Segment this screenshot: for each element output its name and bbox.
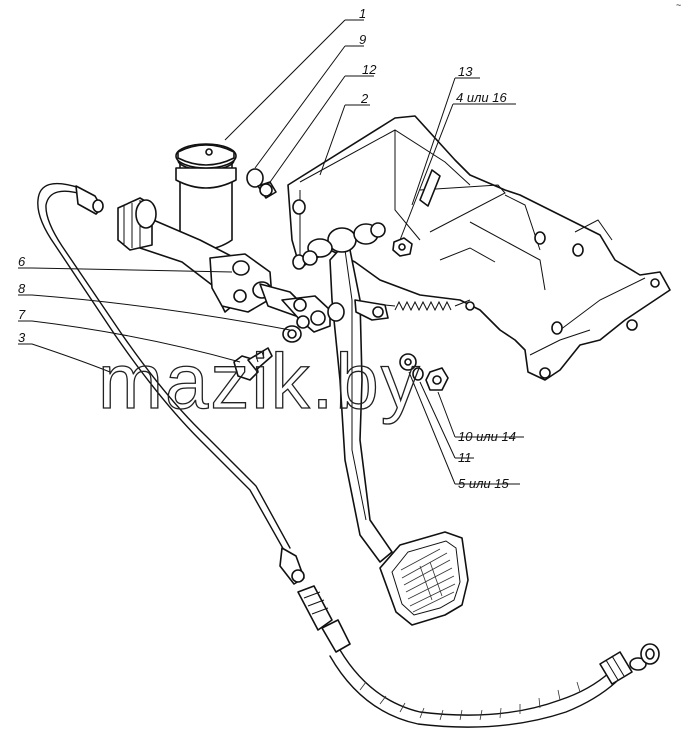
pushrod-fork [281,295,345,343]
leader-lines [18,19,524,485]
hydraulic-line [37,182,305,585]
callout-10-or-14: 10 или 14 [458,429,516,444]
callout-1: 1 [359,6,366,21]
callout-12: 12 [362,62,377,77]
callout-7: 7 [18,307,26,322]
callout-9: 9 [359,32,366,47]
callout-4-or-16: 4 или 16 [456,90,507,105]
clutch-pedal-arm [302,222,393,563]
reservoir-tank [175,143,237,250]
callout-2: 2 [360,91,369,106]
pedal-bracket [287,115,671,381]
return-spring [384,299,475,312]
callout-8: 8 [18,281,26,296]
flexible-hose [297,585,660,728]
corner-mark: ~ [676,0,681,10]
pedal-pad [379,531,469,626]
watermark: mazik.by [98,337,422,425]
callout-5-or-15: 5 или 15 [458,476,509,491]
callout-6: 6 [18,254,26,269]
washers-and-nut [399,353,449,391]
callout-11: 11 [458,450,472,465]
fitting-parts [246,168,277,199]
master-cylinder [117,197,301,317]
nut-13 [392,237,413,257]
callout-13: 13 [458,64,473,79]
callout-3: 3 [18,330,26,345]
